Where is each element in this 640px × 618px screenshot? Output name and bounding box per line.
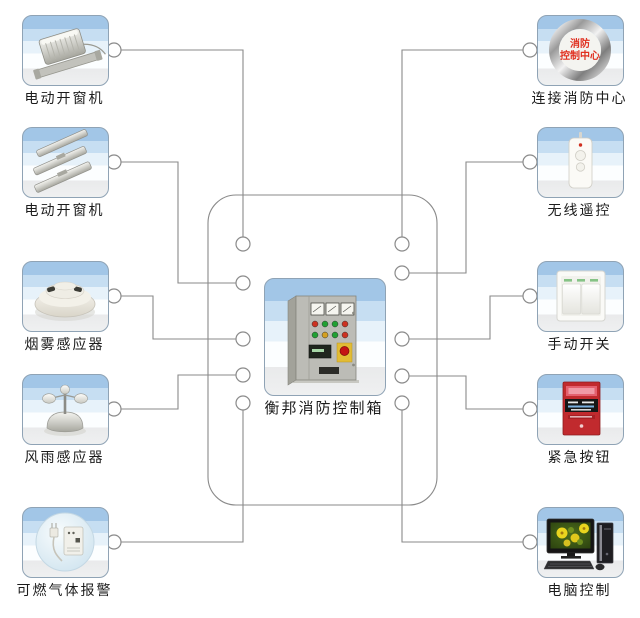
smoke-detector-icon (34, 281, 96, 321)
connector-node (235, 331, 251, 347)
device-window-opener-b (22, 127, 109, 198)
connector-node (235, 395, 251, 411)
window-opener-icon (33, 28, 106, 80)
device-label: 风雨感应器 (24, 450, 105, 466)
device-label: 可燃气体报警 (16, 583, 113, 599)
device-label: 烟雾感应器 (24, 337, 105, 353)
device-label: 电脑控制 (547, 583, 612, 599)
connector-node (394, 331, 410, 347)
computer-icon (543, 518, 614, 571)
wire-remote (402, 161, 530, 274)
connector-node (106, 401, 122, 417)
wire-wind-rain-sensor (114, 374, 243, 410)
device-emergency-button (537, 374, 624, 445)
connector-node (522, 42, 538, 58)
device-fire-center-link: 消防 控制中心 (537, 15, 624, 86)
wire-manual-switch (402, 295, 530, 340)
gas-alarm-icon (35, 512, 95, 572)
device-smoke-sensor (22, 261, 109, 332)
connector-node (106, 534, 122, 550)
connector-node (394, 368, 410, 384)
hub-label: 衡邦消防控制箱 (264, 399, 384, 417)
device-label: 手动开关 (547, 337, 612, 353)
wire-computer (401, 403, 530, 543)
device-label: 紧急按钮 (547, 450, 612, 466)
connector-node (522, 154, 538, 170)
ring-text-bottom: 控制中心 (560, 49, 600, 62)
device-wireless-remote (537, 127, 624, 198)
connector-node (106, 42, 122, 58)
wind-rain-sensor-icon (42, 384, 88, 436)
hub-control-box (264, 278, 386, 396)
connector-node (522, 288, 538, 304)
hub-outline (207, 194, 438, 506)
control-cabinet-icon (287, 295, 359, 386)
connector-node (106, 288, 122, 304)
wire-smoke-detector (114, 295, 243, 340)
connector-node (235, 367, 251, 383)
connector-node (235, 275, 251, 291)
wire-emergency-button (402, 375, 530, 410)
window-rails-icon (33, 129, 92, 193)
wire-window-opener-a (114, 49, 244, 244)
connector-node (394, 236, 410, 252)
wire-fire-center (401, 49, 530, 244)
connector-node (522, 534, 538, 550)
device-label: 电动开窗机 (24, 91, 105, 107)
connector-node (394, 265, 410, 281)
connector-node (235, 236, 251, 252)
wire-window-opener-b (114, 161, 243, 284)
manual-switch-icon (556, 270, 606, 322)
device-wind-rain-sensor (22, 374, 109, 445)
wire-gas-alarm (114, 403, 244, 543)
device-computer-control (537, 507, 624, 578)
device-manual-switch (537, 261, 624, 332)
device-label: 连接消防中心 (531, 91, 628, 107)
connector-node (394, 395, 410, 411)
device-gas-alarm (22, 507, 109, 578)
device-label: 电动开窗机 (24, 203, 105, 219)
device-label: 无线遥控 (547, 203, 612, 219)
emergency-button-icon (562, 381, 601, 436)
connector-node (106, 154, 122, 170)
fire-center-ring-icon: 消防 控制中心 (549, 19, 611, 81)
connector-node (522, 401, 538, 417)
remote-control-icon (568, 132, 593, 189)
device-window-opener-a (22, 15, 109, 86)
ring-text-top: 消防 (570, 37, 590, 50)
